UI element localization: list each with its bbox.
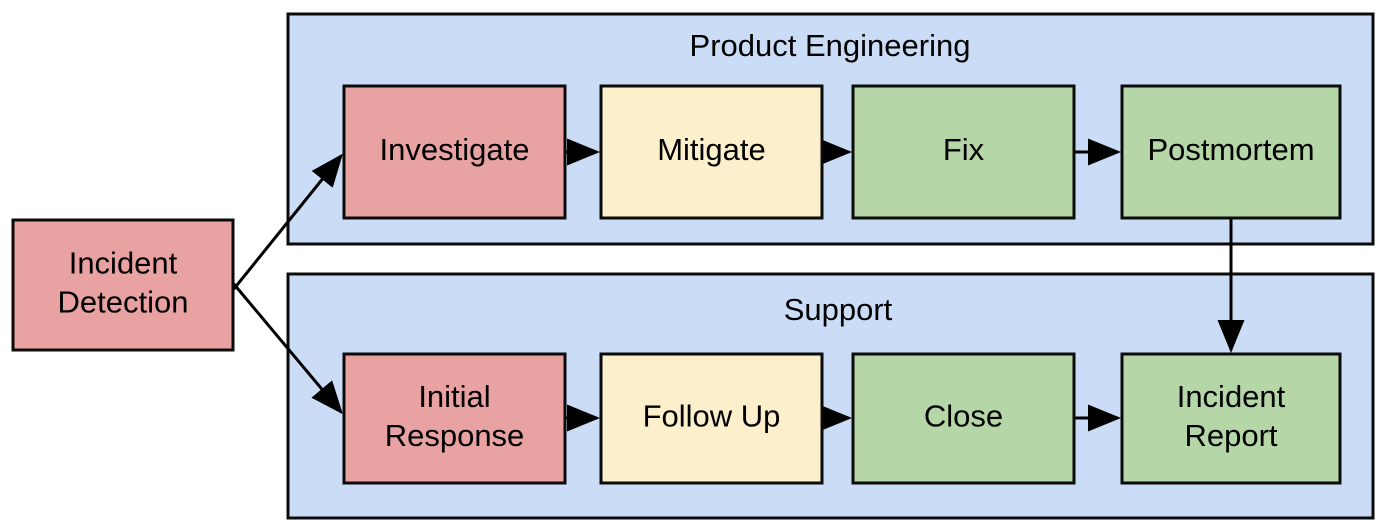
node-label-investigate: Investigate	[380, 132, 530, 167]
edge-detection-to-initial-response	[231, 282, 343, 415]
node-fix[interactable]: Fix	[851, 84, 1076, 220]
node-background-incident-detection[interactable]	[11, 218, 235, 352]
node-label-incident-report: Incident	[1177, 379, 1286, 414]
node-label-follow-up: Follow Up	[643, 399, 781, 434]
node-background-close[interactable]	[851, 352, 1076, 485]
group-label-support: Support	[784, 292, 893, 327]
group-label-product-engineering: Product Engineering	[690, 28, 971, 63]
node-label-close: Close	[924, 399, 1003, 434]
edge-detection-to-investigate	[231, 153, 343, 291]
node-label-fix: Fix	[943, 132, 985, 167]
node-label-mitigate: Mitigate	[657, 132, 766, 167]
node-follow-up[interactable]: Follow Up	[599, 352, 824, 485]
node-label-incident-detection: Detection	[58, 285, 189, 320]
node-background-investigate[interactable]	[342, 84, 567, 220]
node-background-incident-report[interactable]	[1120, 352, 1342, 485]
node-mitigate[interactable]: Mitigate	[599, 84, 824, 220]
node-background-follow-up[interactable]	[599, 352, 824, 485]
node-background-fix[interactable]	[851, 84, 1076, 220]
node-background-initial-response[interactable]	[342, 352, 567, 485]
node-label-incident-detection: Incident	[69, 246, 178, 281]
node-close[interactable]: Close	[851, 352, 1076, 485]
node-postmortem[interactable]: Postmortem	[1120, 84, 1342, 220]
node-label-postmortem: Postmortem	[1147, 132, 1314, 167]
node-background-mitigate[interactable]	[599, 84, 824, 220]
node-background-postmortem[interactable]	[1120, 84, 1342, 220]
node-label-initial-response: Initial	[418, 379, 490, 414]
node-investigate[interactable]: Investigate	[342, 84, 567, 220]
node-label-incident-report: Report	[1184, 418, 1277, 453]
edges-layer	[231, 138, 1245, 432]
node-label-initial-response: Response	[385, 418, 525, 453]
